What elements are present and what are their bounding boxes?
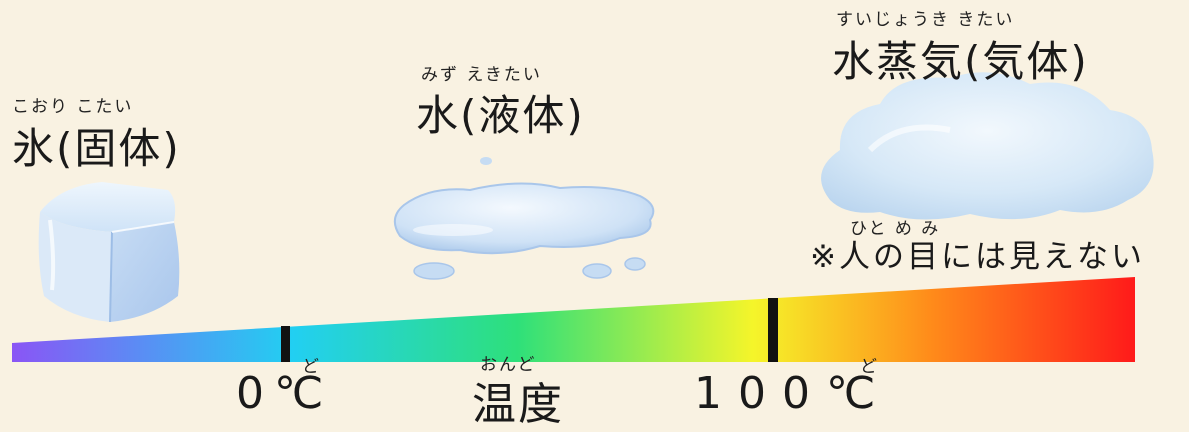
zero-degree-ruby: ど [302,357,321,377]
steam-label: 水蒸気(気体) [832,37,1089,86]
steam-ruby: すいじょうき きたい [836,10,1015,30]
hundred-degree-label: 100℃ [694,368,892,419]
water-puddle-icon [393,157,655,280]
note-ruby: ひと め み [850,219,941,239]
temperature-axis-label: 温度 [472,379,564,430]
invisible-note: ※人の目には見えない [810,239,1145,275]
zero-degree-marker [281,326,290,362]
hundred-degree-ruby: ど [860,357,879,377]
ice-label: 氷(固体) [12,124,181,173]
hundred-degree-marker [768,298,778,362]
ice-cube-icon [38,182,180,323]
temperature-ruby: おんど [480,355,537,375]
zero-degree-label: 0℃ [236,368,334,419]
temperature-gradient-bar [12,277,1135,362]
steam-cloud-icon [821,72,1154,220]
ice-ruby: こおり こたい [12,97,134,117]
water-ruby: みず えきたい [421,65,542,85]
water-label: 水(液体) [416,91,585,140]
